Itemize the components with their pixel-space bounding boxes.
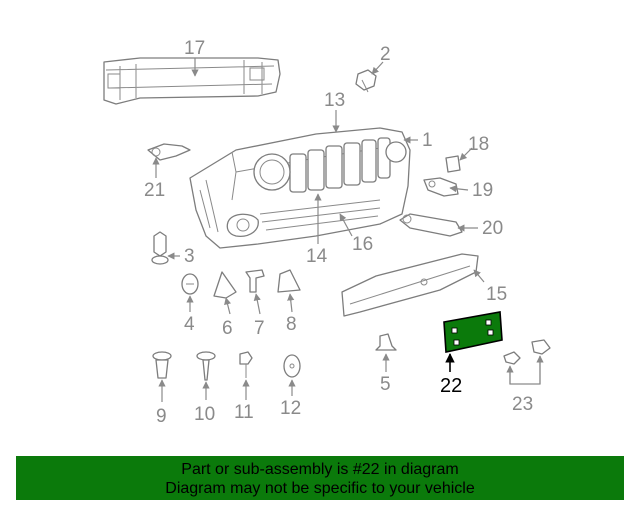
callout-7: 7 [254, 318, 265, 339]
part-17-reinforcement-beam [103, 57, 281, 105]
part-15-absorber [341, 253, 479, 317]
part-23-screws [503, 339, 551, 365]
part-5-push-pin [375, 333, 397, 351]
part-12-washer [283, 354, 301, 378]
callout-15: 15 [486, 284, 507, 305]
part-22-license-bracket [443, 311, 503, 353]
part-8-clip [277, 269, 301, 293]
callout-22: 22 [440, 375, 462, 397]
callout-14: 14 [306, 246, 328, 267]
callout-11: 11 [234, 402, 254, 423]
part-info-banner: Part or sub-assembly is #22 in diagram D… [16, 456, 624, 500]
callout-16: 16 [352, 234, 373, 255]
callout-3: 3 [184, 246, 195, 267]
banner-line-1: Part or sub-assembly is #22 in diagram [181, 461, 459, 478]
callout-4: 4 [184, 314, 195, 335]
callout-5: 5 [380, 374, 391, 395]
callout-23: 23 [512, 394, 533, 415]
callout-8: 8 [286, 314, 297, 335]
leader-lines [152, 58, 544, 402]
callout-13: 13 [324, 90, 345, 111]
part-1-fascia [189, 127, 411, 249]
part-11-bolt [239, 351, 253, 378]
part-4-retainer [181, 273, 199, 295]
callout-21: 21 [144, 180, 165, 201]
callout-labels: 17 2 13 1 18 19 20 21 14 16 15 3 4 6 7 8… [144, 38, 533, 427]
part-10-screw [196, 351, 216, 381]
part-9-push-pin [152, 351, 172, 379]
callout-2: 2 [380, 44, 391, 65]
callout-12: 12 [280, 398, 301, 419]
callout-17: 17 [184, 38, 205, 59]
part-7-push-pin [245, 269, 265, 293]
part-2-bolt [355, 69, 377, 93]
callout-19: 19 [472, 180, 493, 201]
part-6-clip [213, 271, 237, 299]
callout-9: 9 [156, 406, 167, 427]
callout-10: 10 [194, 404, 215, 425]
callout-18: 18 [468, 134, 489, 155]
part-3-push-pin [151, 231, 169, 265]
callout-6: 6 [222, 318, 233, 339]
parts-diagram: 17 2 13 1 18 19 20 21 14 16 15 3 4 6 7 8… [103, 38, 551, 427]
part-21-clip [147, 143, 191, 161]
part-18-clip [445, 155, 461, 173]
callout-20: 20 [482, 218, 503, 239]
banner-line-2: Diagram may not be specific to your vehi… [165, 480, 475, 497]
callout-1: 1 [422, 130, 433, 151]
part-19-bracket [423, 177, 459, 197]
part-20-bracket [399, 213, 463, 237]
